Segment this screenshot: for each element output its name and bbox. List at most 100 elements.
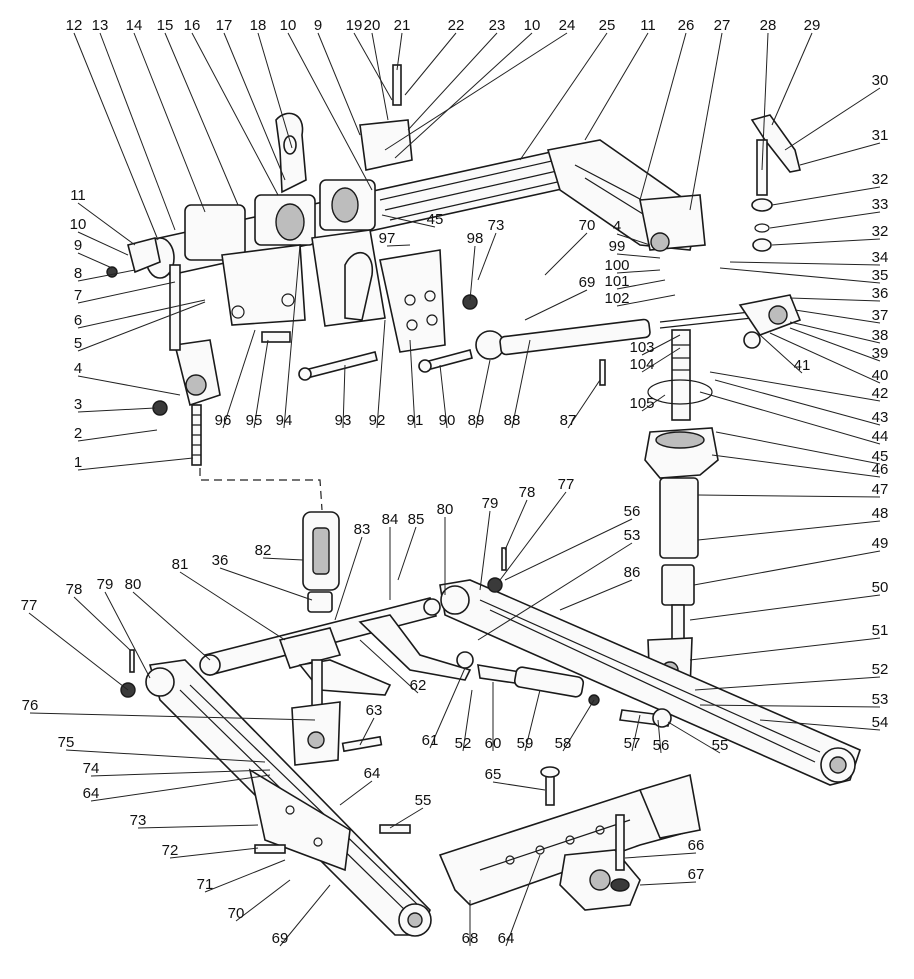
- part-number-label: 80: [437, 501, 454, 518]
- pin-87: [599, 359, 606, 386]
- part-number-label: 36: [212, 552, 229, 569]
- leader-dashed: [199, 468, 323, 511]
- part-number-label: 55: [712, 737, 729, 754]
- leader-line: [77, 202, 136, 246]
- right-lift-rod: [644, 329, 719, 691]
- part-number-label: 56: [624, 503, 641, 520]
- leader-line: [715, 431, 881, 465]
- leader-line: [771, 186, 881, 206]
- part-number-label: 45: [427, 211, 444, 228]
- turnbuckle-82: [302, 511, 340, 613]
- part-number-label: 69: [272, 930, 289, 947]
- part-number-label: 12: [66, 17, 83, 34]
- part-number-label: 64: [83, 785, 100, 802]
- part-number-label: 67: [688, 866, 705, 883]
- leader-line: [381, 214, 436, 228]
- right-lower-link: [439, 579, 861, 786]
- cross-shaft: [199, 597, 472, 696]
- part-number-label: 11: [70, 187, 86, 204]
- part-number-label: 4: [613, 218, 621, 235]
- part-number-label: 13: [92, 17, 109, 34]
- part-number-label: 79: [97, 576, 114, 593]
- part-number-label: 51: [872, 622, 889, 639]
- part-number-label: 55: [415, 792, 432, 809]
- leader-line: [505, 854, 541, 947]
- leader-line: [511, 339, 531, 429]
- leader-line: [179, 571, 286, 641]
- part-number-label: 96: [215, 412, 232, 429]
- leader-line: [371, 32, 389, 121]
- leader-line: [429, 667, 466, 749]
- part-number-label: 88: [504, 412, 521, 429]
- part-number-label: 58: [555, 735, 572, 752]
- leader-line: [709, 371, 881, 402]
- part-number-label: 98: [467, 230, 484, 247]
- leader-line: [359, 639, 419, 694]
- leader-line: [99, 32, 176, 231]
- part-number-label: 5: [74, 335, 82, 352]
- leader-line: [759, 334, 803, 374]
- part-number-label: 97: [379, 230, 396, 247]
- leader-lines: [28, 32, 881, 947]
- part-number-label: 9: [74, 237, 82, 254]
- part-number-label: 32: [872, 171, 889, 188]
- part-number-label: 63: [366, 702, 383, 719]
- leader-line: [761, 32, 769, 171]
- part-number-label: 9: [314, 17, 322, 34]
- leader-line: [759, 719, 881, 731]
- leader-line: [689, 594, 881, 621]
- bolt-95: [261, 331, 291, 343]
- leader-line: [73, 596, 131, 651]
- leader-line: [28, 612, 129, 691]
- leader-line: [641, 347, 681, 373]
- part-number-label: 64: [498, 930, 515, 947]
- leader-line: [697, 494, 881, 498]
- pin-93: [304, 351, 378, 379]
- part-number-label: 50: [872, 579, 889, 596]
- part-number-label: 32: [872, 223, 889, 240]
- leader-line: [287, 32, 373, 191]
- leader-line: [794, 309, 881, 324]
- leader-line: [616, 253, 661, 259]
- part-number-label: 83: [354, 521, 371, 538]
- part-number-label: 34: [872, 249, 889, 266]
- part-number-label: 78: [519, 484, 536, 501]
- part-number-label: 42: [872, 385, 889, 402]
- leader-line: [519, 32, 608, 161]
- part-number-label: 8: [74, 265, 82, 282]
- check-turnbuckle: [456, 651, 672, 728]
- leader-line: [504, 499, 528, 551]
- leader-line: [771, 32, 813, 126]
- part-number-label: 35: [872, 267, 889, 284]
- part-number-label: 1: [74, 454, 82, 471]
- leader-line: [262, 557, 304, 561]
- swing-clevis: [559, 814, 641, 911]
- part-number-label: 40: [872, 367, 889, 384]
- part-number-label: 16: [184, 17, 201, 34]
- leader-line: [104, 591, 151, 679]
- part-number-label: 20: [364, 17, 381, 34]
- leader-line: [384, 32, 568, 151]
- part-number-label: 105: [629, 395, 654, 412]
- part-number-label: 47: [872, 481, 889, 498]
- leader-line: [584, 32, 649, 141]
- part-number-label: 79: [482, 495, 499, 512]
- leader-line: [639, 32, 687, 201]
- part-number-label: 81: [172, 556, 189, 573]
- part-number-label: 43: [872, 409, 889, 426]
- leader-line: [376, 319, 386, 429]
- part-number-label: 64: [364, 765, 381, 782]
- part-number-label: 4: [74, 360, 82, 377]
- left-lower-link: [145, 659, 432, 937]
- leader-line: [359, 717, 375, 746]
- part-number-label: 93: [335, 412, 352, 429]
- part-number-label: 52: [872, 661, 889, 678]
- leader-line: [77, 269, 136, 282]
- part-number-label: 70: [228, 905, 245, 922]
- leader-line: [396, 32, 403, 71]
- part-number-label: 77: [558, 476, 575, 493]
- part-number-label: 24: [559, 17, 576, 34]
- part-number-label: 18: [250, 17, 267, 34]
- part-number-label: 10: [70, 216, 87, 233]
- leader-line: [77, 252, 113, 269]
